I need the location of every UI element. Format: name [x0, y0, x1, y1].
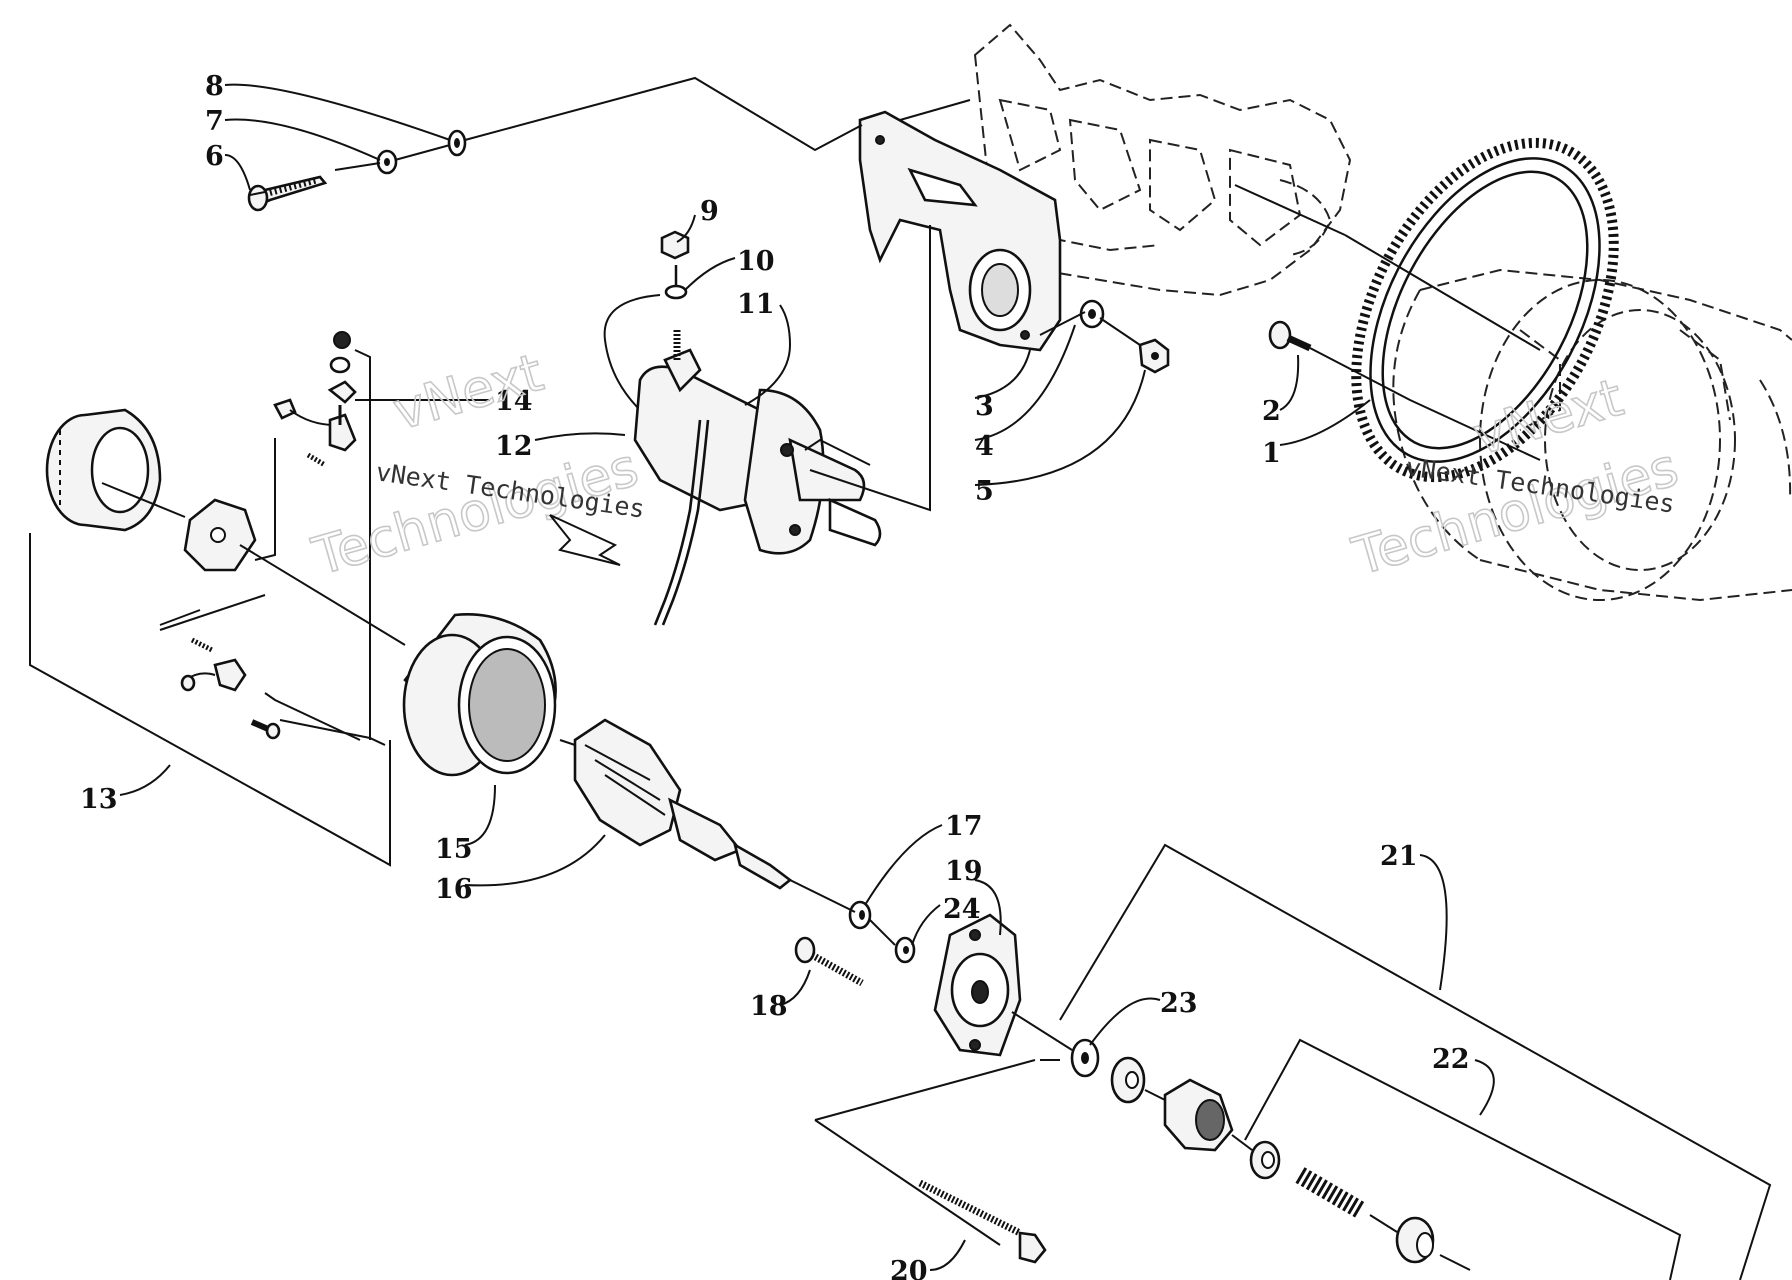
callout-22: 22 — [1432, 1044, 1470, 1075]
callout-1: 1 — [1262, 438, 1281, 469]
rear-end-cap — [45, 408, 162, 532]
arrow-mark — [549, 514, 621, 566]
washer-23 — [1070, 1038, 1100, 1078]
callout-23: 23 — [1160, 988, 1198, 1019]
assembly-axis-lines — [101, 76, 1541, 1271]
bolt-6 — [247, 175, 328, 212]
nut-5 — [1138, 338, 1170, 374]
leader-lines — [119, 83, 1495, 1271]
terminal-10 — [664, 265, 688, 300]
group-bracket-22 — [1244, 1038, 1682, 1280]
collar — [1110, 1056, 1146, 1104]
callout-15: 15 — [435, 834, 473, 865]
callout-16: 16 — [435, 874, 473, 905]
group-bracket-14 — [254, 349, 371, 741]
callout-13: 13 — [80, 784, 118, 815]
callout-19: 19 — [945, 856, 983, 887]
clutch-housing-outline — [1392, 268, 1792, 602]
watermark-right: vNext Technologies vNext Technologies — [1345, 367, 1685, 588]
washer-8 — [447, 129, 467, 157]
callout-8: 8 — [205, 71, 224, 102]
callout-12: 12 — [495, 431, 533, 462]
brush-holder — [183, 498, 257, 572]
washer-24 — [894, 936, 916, 964]
spring — [1295, 1167, 1365, 1218]
group-bracket-21 — [814, 843, 1772, 1280]
watermark-big-top-left: vNext — [387, 343, 550, 443]
lock-washer-7 — [376, 149, 398, 175]
callout-20: 20 — [890, 1256, 928, 1280]
watermark-left: vNext Technologies vNext Technologies — [305, 342, 646, 588]
callout-11: 11 — [737, 289, 775, 320]
callout-18: 18 — [750, 991, 788, 1022]
callout-2: 2 — [1262, 396, 1281, 427]
callout-3: 3 — [975, 391, 994, 422]
brush-parts-14 — [273, 331, 357, 468]
thrust-washer-17 — [848, 900, 872, 930]
callout-14: 14 — [495, 386, 533, 417]
washer-4 — [1079, 299, 1105, 329]
pinion-clutch — [1163, 1078, 1234, 1152]
bolt-20 — [918, 1179, 1047, 1264]
bolt-18 — [794, 936, 864, 987]
callout-17: 17 — [945, 811, 983, 842]
ring-gear — [1351, 137, 1619, 483]
callout-24: 24 — [943, 894, 981, 925]
bolt-2 — [1268, 320, 1312, 352]
armature — [573, 718, 793, 890]
mounting-bracket — [858, 110, 1062, 352]
pinion-stop — [1395, 1216, 1435, 1264]
callout-labels: 1 2 3 4 5 6 7 8 9 10 11 12 13 14 15 16 1… — [80, 71, 1470, 1280]
spring-collar — [1249, 1140, 1281, 1180]
drive-end-frame — [933, 913, 1022, 1057]
callout-4: 4 — [975, 431, 994, 462]
watermark-big-top-right: vNext — [1467, 368, 1630, 468]
callout-5: 5 — [975, 476, 994, 507]
starter-motor-assembly — [603, 294, 882, 626]
group-bracket-11 — [809, 225, 931, 512]
callout-6: 6 — [205, 141, 224, 172]
brush-parts-13 — [180, 637, 281, 740]
callout-10: 10 — [737, 246, 775, 277]
yoke — [402, 613, 557, 777]
callout-21: 21 — [1380, 841, 1418, 872]
callout-9: 9 — [700, 196, 719, 227]
callout-7: 7 — [205, 106, 224, 137]
